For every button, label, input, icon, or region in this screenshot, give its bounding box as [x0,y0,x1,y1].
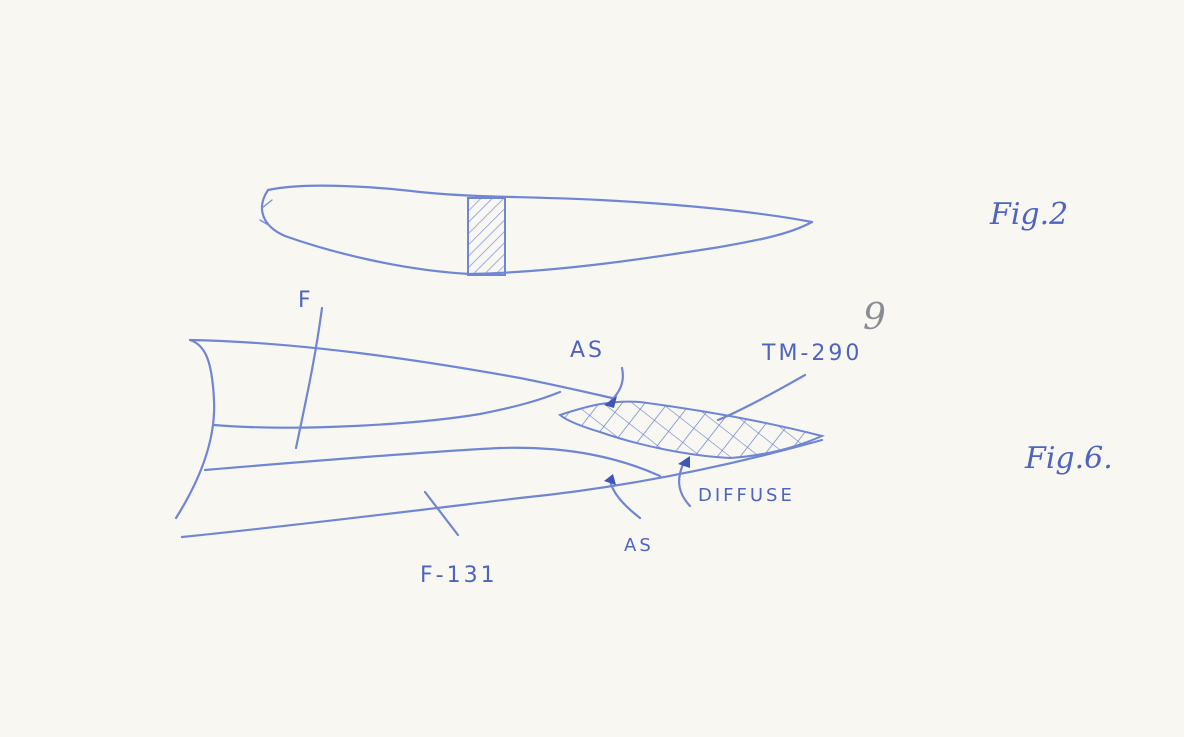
diffuse-arrow [679,462,690,506]
label-f: F [298,290,311,312]
specimen-leader-line [425,492,458,535]
hatched-section [468,198,505,275]
page-number: 9 [863,300,886,336]
middle-curve [205,448,660,476]
upper-contour [190,340,612,398]
tm-hatched-zone [560,402,822,458]
fig2-label: Fig.2 [990,200,1068,230]
fig6-label: Fig.6. [1025,444,1113,474]
inner-curve-upper [214,392,560,428]
blade-top-edge [268,186,812,222]
label-tm-290: TM-290 [762,343,862,365]
label-diffuse: DIFFUSE [698,487,795,505]
label-as-bottom: AS [624,537,654,555]
label-specimen: F-131 [420,565,498,587]
label-as-top: AS [570,340,605,362]
left-boundary [176,340,214,518]
tm-leader-line [718,375,805,420]
diffuse-arrowhead [678,456,690,468]
blade-bottom-edge [262,190,812,274]
fig2-blade-sketch [260,186,812,275]
